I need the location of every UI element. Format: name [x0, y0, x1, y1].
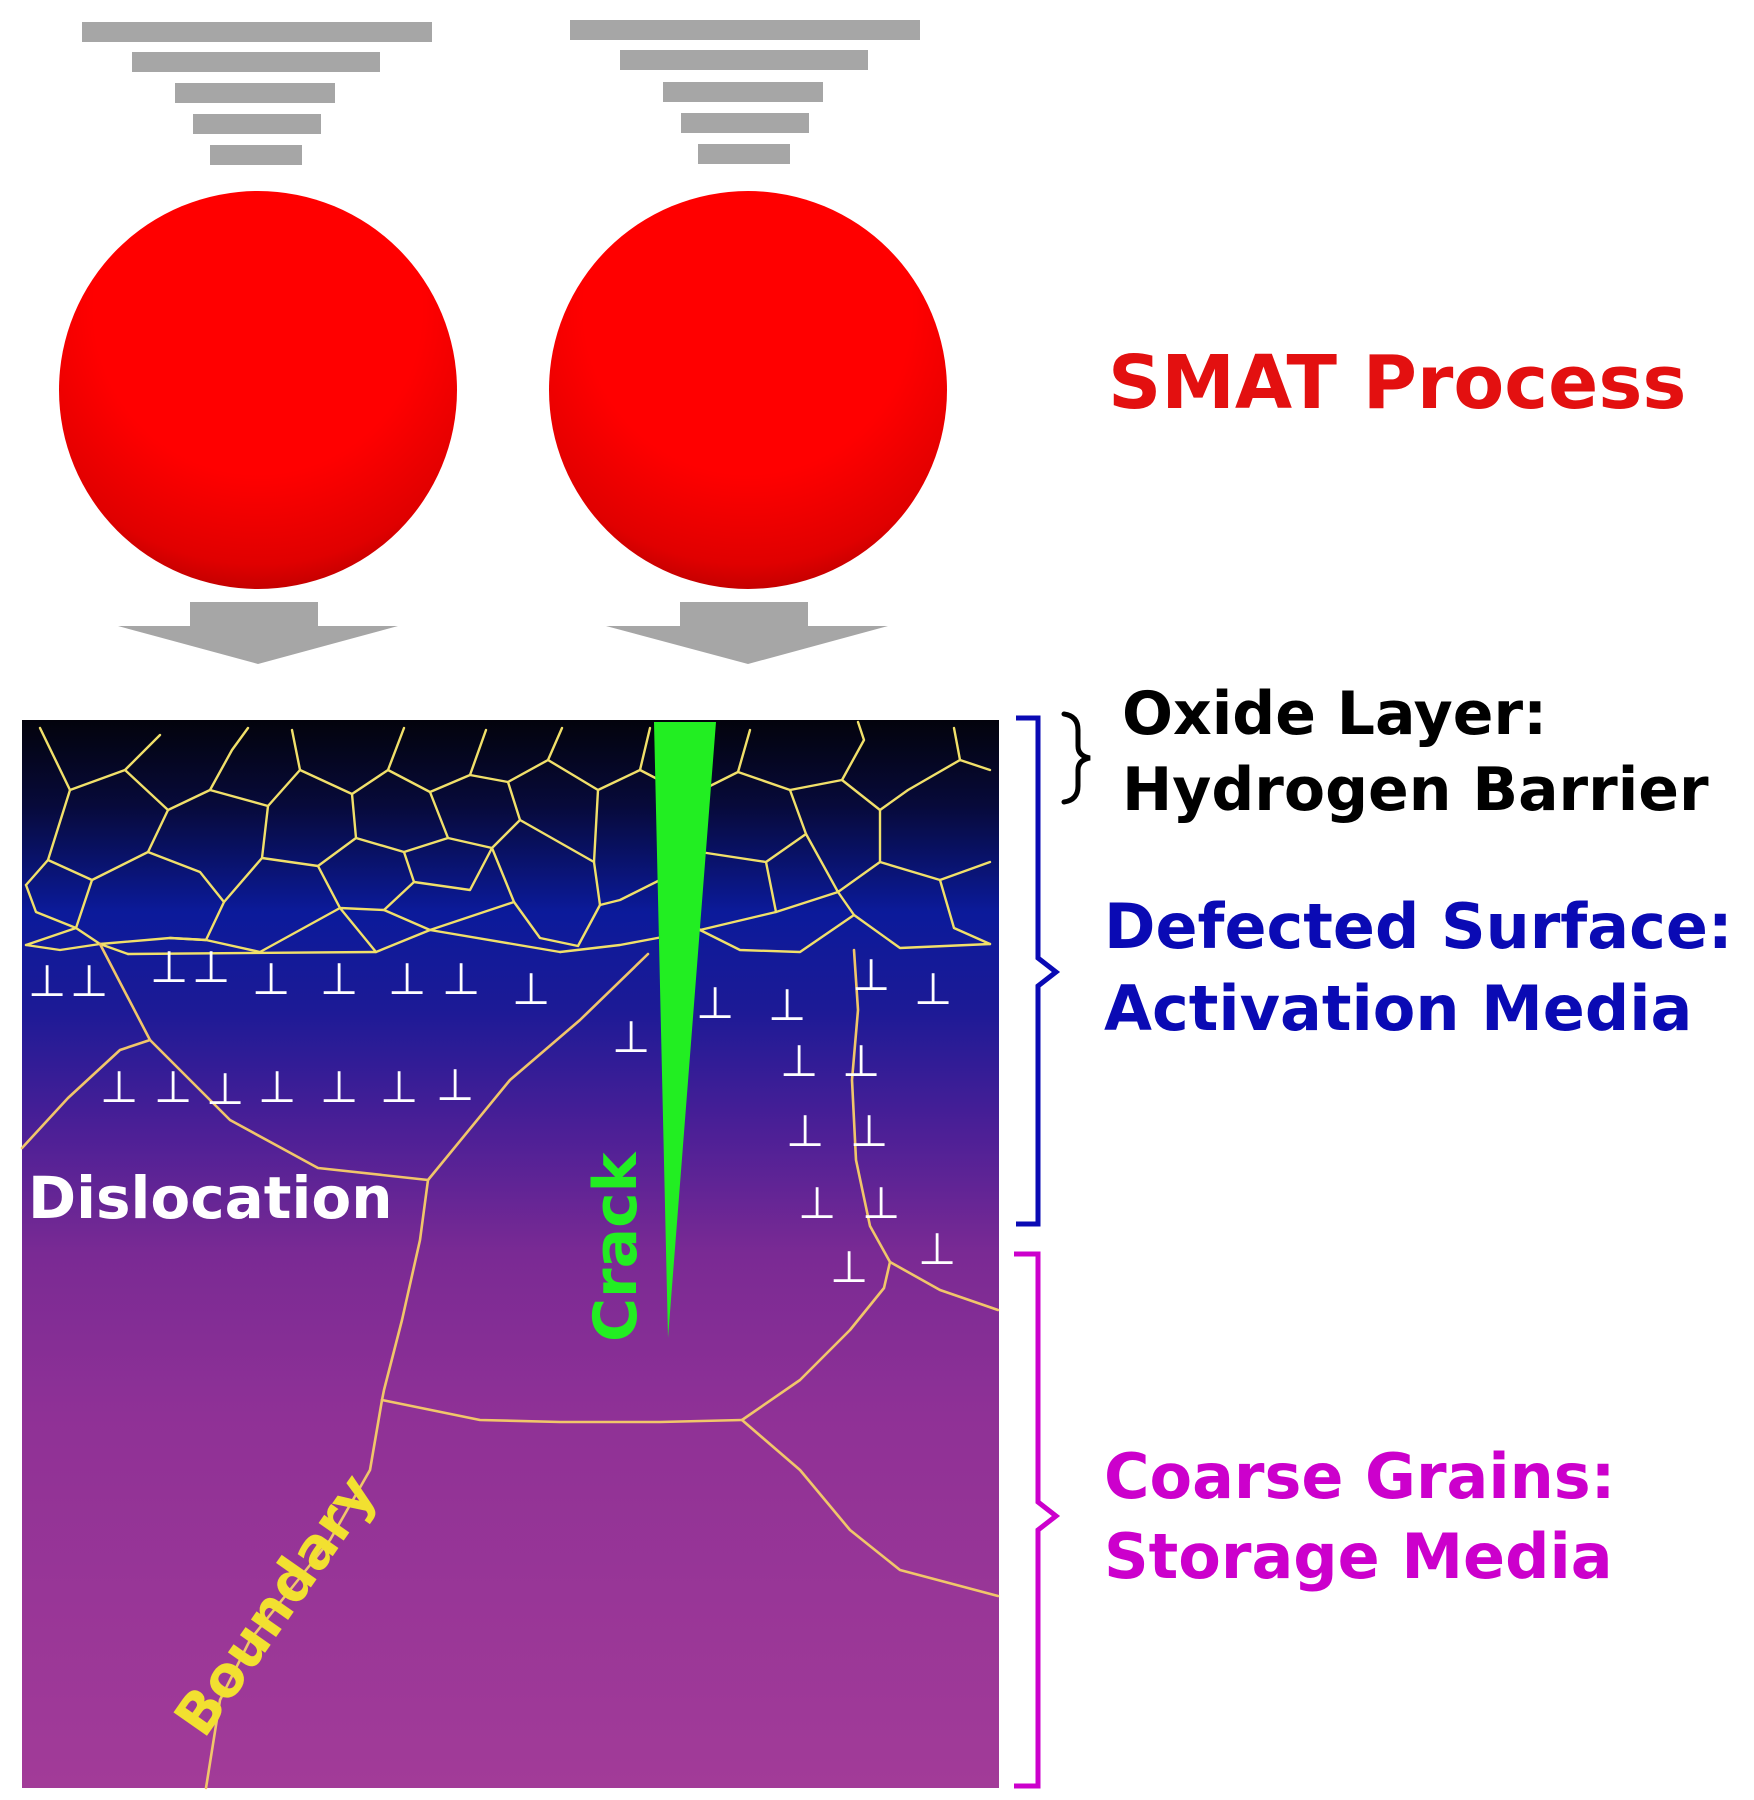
- speed-bar: [698, 144, 790, 164]
- dislocation-symbol: ⊥: [442, 954, 480, 1005]
- dislocation-symbol: ⊥: [850, 1106, 888, 1157]
- dislocation-symbol: ⊥: [918, 1224, 956, 1275]
- down-arrow-left-icon: [118, 602, 398, 664]
- dislocation-symbols: ⊥ ⊥ ⊥ ⊥ ⊥ ⊥ ⊥ ⊥ ⊥ ⊥ ⊥ ⊥ ⊥ ⊥ ⊥ ⊥ ⊥ ⊥ ⊥ ⊥ …: [28, 942, 956, 1293]
- speed-bar: [175, 83, 335, 103]
- dislocation-symbol: ⊥: [786, 1106, 824, 1157]
- crack-label: Crack: [581, 1150, 651, 1342]
- speed-lines-left: [82, 22, 432, 165]
- dislocation-symbol: ⊥: [696, 978, 734, 1029]
- dislocation-symbol: ⊥: [320, 1062, 358, 1113]
- dislocation-symbol: ⊥: [192, 942, 230, 993]
- speed-bar: [193, 114, 321, 134]
- speed-bar: [132, 52, 380, 72]
- speed-lines-right: [570, 20, 920, 164]
- dislocation-symbol: ⊥: [852, 950, 890, 1001]
- oxide-layer-label: Oxide Layer:: [1122, 679, 1547, 749]
- smat-ball-left: [59, 191, 457, 589]
- dislocation-symbol: ⊥: [388, 954, 426, 1005]
- dislocation-symbol: ⊥: [512, 964, 550, 1015]
- dislocation-symbol: ⊥: [914, 964, 952, 1015]
- dislocation-symbol: ⊥: [150, 942, 188, 993]
- process-title: SMAT Process: [1108, 340, 1686, 426]
- dislocation-symbol: ⊥: [320, 954, 358, 1005]
- dislocation-symbol: ⊥: [798, 1178, 836, 1229]
- dislocation-symbol: ⊥: [258, 1062, 296, 1113]
- coarse-grains-label: Coarse Grains:: [1104, 1440, 1615, 1513]
- defected-surface-label: Defected Surface:: [1104, 890, 1733, 963]
- dislocation-symbol: ⊥: [28, 956, 66, 1007]
- dislocation-symbol: ⊥: [842, 1036, 880, 1087]
- dislocation-symbol: ⊥: [380, 1062, 418, 1113]
- speed-bar: [210, 145, 302, 165]
- dislocation-symbol: ⊥: [612, 1012, 650, 1063]
- dislocation-symbol: ⊥: [830, 1242, 868, 1293]
- coarse-grains-bracket: [1014, 1251, 1061, 1789]
- speed-bar: [570, 20, 920, 40]
- coarse-grain-boundaries: [20, 942, 1000, 1790]
- activation-media-label: Activation Media: [1104, 972, 1692, 1045]
- dislocation-symbol: ⊥: [252, 954, 290, 1005]
- down-arrow-right-icon: [606, 602, 888, 664]
- dislocation-symbol: ⊥: [70, 956, 108, 1007]
- speed-bar: [663, 82, 823, 102]
- dislocation-symbol: ⊥: [780, 1036, 818, 1087]
- dislocation-symbol: ⊥: [862, 1178, 900, 1229]
- dislocation-symbol: ⊥: [206, 1064, 244, 1115]
- speed-bar: [681, 113, 809, 133]
- dislocation-symbol: ⊥: [436, 1060, 474, 1111]
- storage-media-label: Storage Media: [1104, 1520, 1613, 1593]
- smat-ball-right: [549, 191, 947, 589]
- fine-grain-boundaries: [24, 720, 992, 956]
- material-cross-section: [22, 720, 999, 1788]
- dislocation-symbol: ⊥: [768, 980, 806, 1031]
- hydrogen-barrier-label: Hydrogen Barrier: [1122, 755, 1709, 825]
- crack-wedge: [654, 722, 716, 1338]
- speed-bar: [82, 22, 432, 42]
- oxide-brace: [1061, 711, 1091, 805]
- dislocation-symbol: ⊥: [154, 1062, 192, 1113]
- dislocation-symbol: ⊥: [100, 1062, 138, 1113]
- defected-surface-bracket: [1016, 715, 1061, 1227]
- speed-bar: [620, 50, 868, 70]
- dislocation-label: Dislocation: [28, 1164, 393, 1232]
